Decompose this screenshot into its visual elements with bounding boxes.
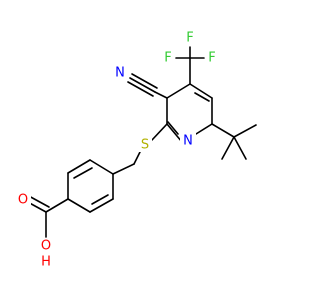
bond bbox=[221, 136, 235, 160]
bond bbox=[73, 167, 93, 179]
bond bbox=[151, 123, 168, 141]
bond bbox=[131, 73, 158, 89]
fluorine-label-3: F bbox=[164, 51, 171, 66]
pyridine-ring bbox=[166, 83, 213, 143]
label-mask bbox=[138, 136, 152, 152]
nitrile-group bbox=[127, 73, 168, 99]
bond bbox=[189, 83, 213, 99]
bond bbox=[112, 163, 135, 175]
benzene-ring bbox=[67, 159, 114, 213]
bond bbox=[91, 194, 109, 205]
bond bbox=[67, 159, 91, 174]
thioether-linkage bbox=[112, 123, 168, 175]
sulfur-label: S bbox=[141, 138, 149, 153]
label-mask bbox=[37, 238, 55, 254]
fluorine-label-1: F bbox=[186, 31, 193, 46]
bond bbox=[195, 123, 213, 135]
bond bbox=[133, 151, 141, 165]
molecule-structure: N N S F F F O O H bbox=[15, 29, 257, 270]
bond bbox=[89, 198, 114, 213]
hydroxyl-hydrogen-label: H bbox=[41, 255, 51, 270]
bond bbox=[45, 198, 69, 213]
trifluoromethyl-group bbox=[175, 46, 205, 85]
label-mask bbox=[184, 29, 196, 45]
label-mask bbox=[112, 65, 128, 81]
nitrile-nitrogen-label: N bbox=[115, 66, 125, 81]
label-mask bbox=[180, 132, 196, 148]
bond bbox=[233, 136, 247, 160]
bond bbox=[194, 92, 210, 102]
ring-nitrogen-label: N bbox=[183, 134, 193, 149]
atom-labels: N N S F F F O O H bbox=[15, 29, 218, 270]
bond bbox=[154, 91, 168, 99]
hydroxyl-oxygen-label: O bbox=[41, 239, 51, 254]
bond bbox=[166, 123, 183, 143]
bond bbox=[211, 123, 235, 138]
bond bbox=[89, 159, 114, 175]
tert-butyl-group bbox=[211, 123, 257, 160]
bond bbox=[166, 83, 191, 99]
carbonyl-oxygen-label: O bbox=[18, 193, 28, 208]
label-mask bbox=[206, 50, 218, 66]
bond bbox=[233, 124, 257, 138]
label-mask bbox=[162, 50, 174, 66]
bond bbox=[67, 198, 91, 213]
label-mask bbox=[15, 192, 31, 208]
fluorine-label-2: F bbox=[208, 51, 215, 66]
bond bbox=[127, 81, 154, 97]
bond bbox=[167, 121, 179, 135]
bond bbox=[129, 77, 156, 93]
